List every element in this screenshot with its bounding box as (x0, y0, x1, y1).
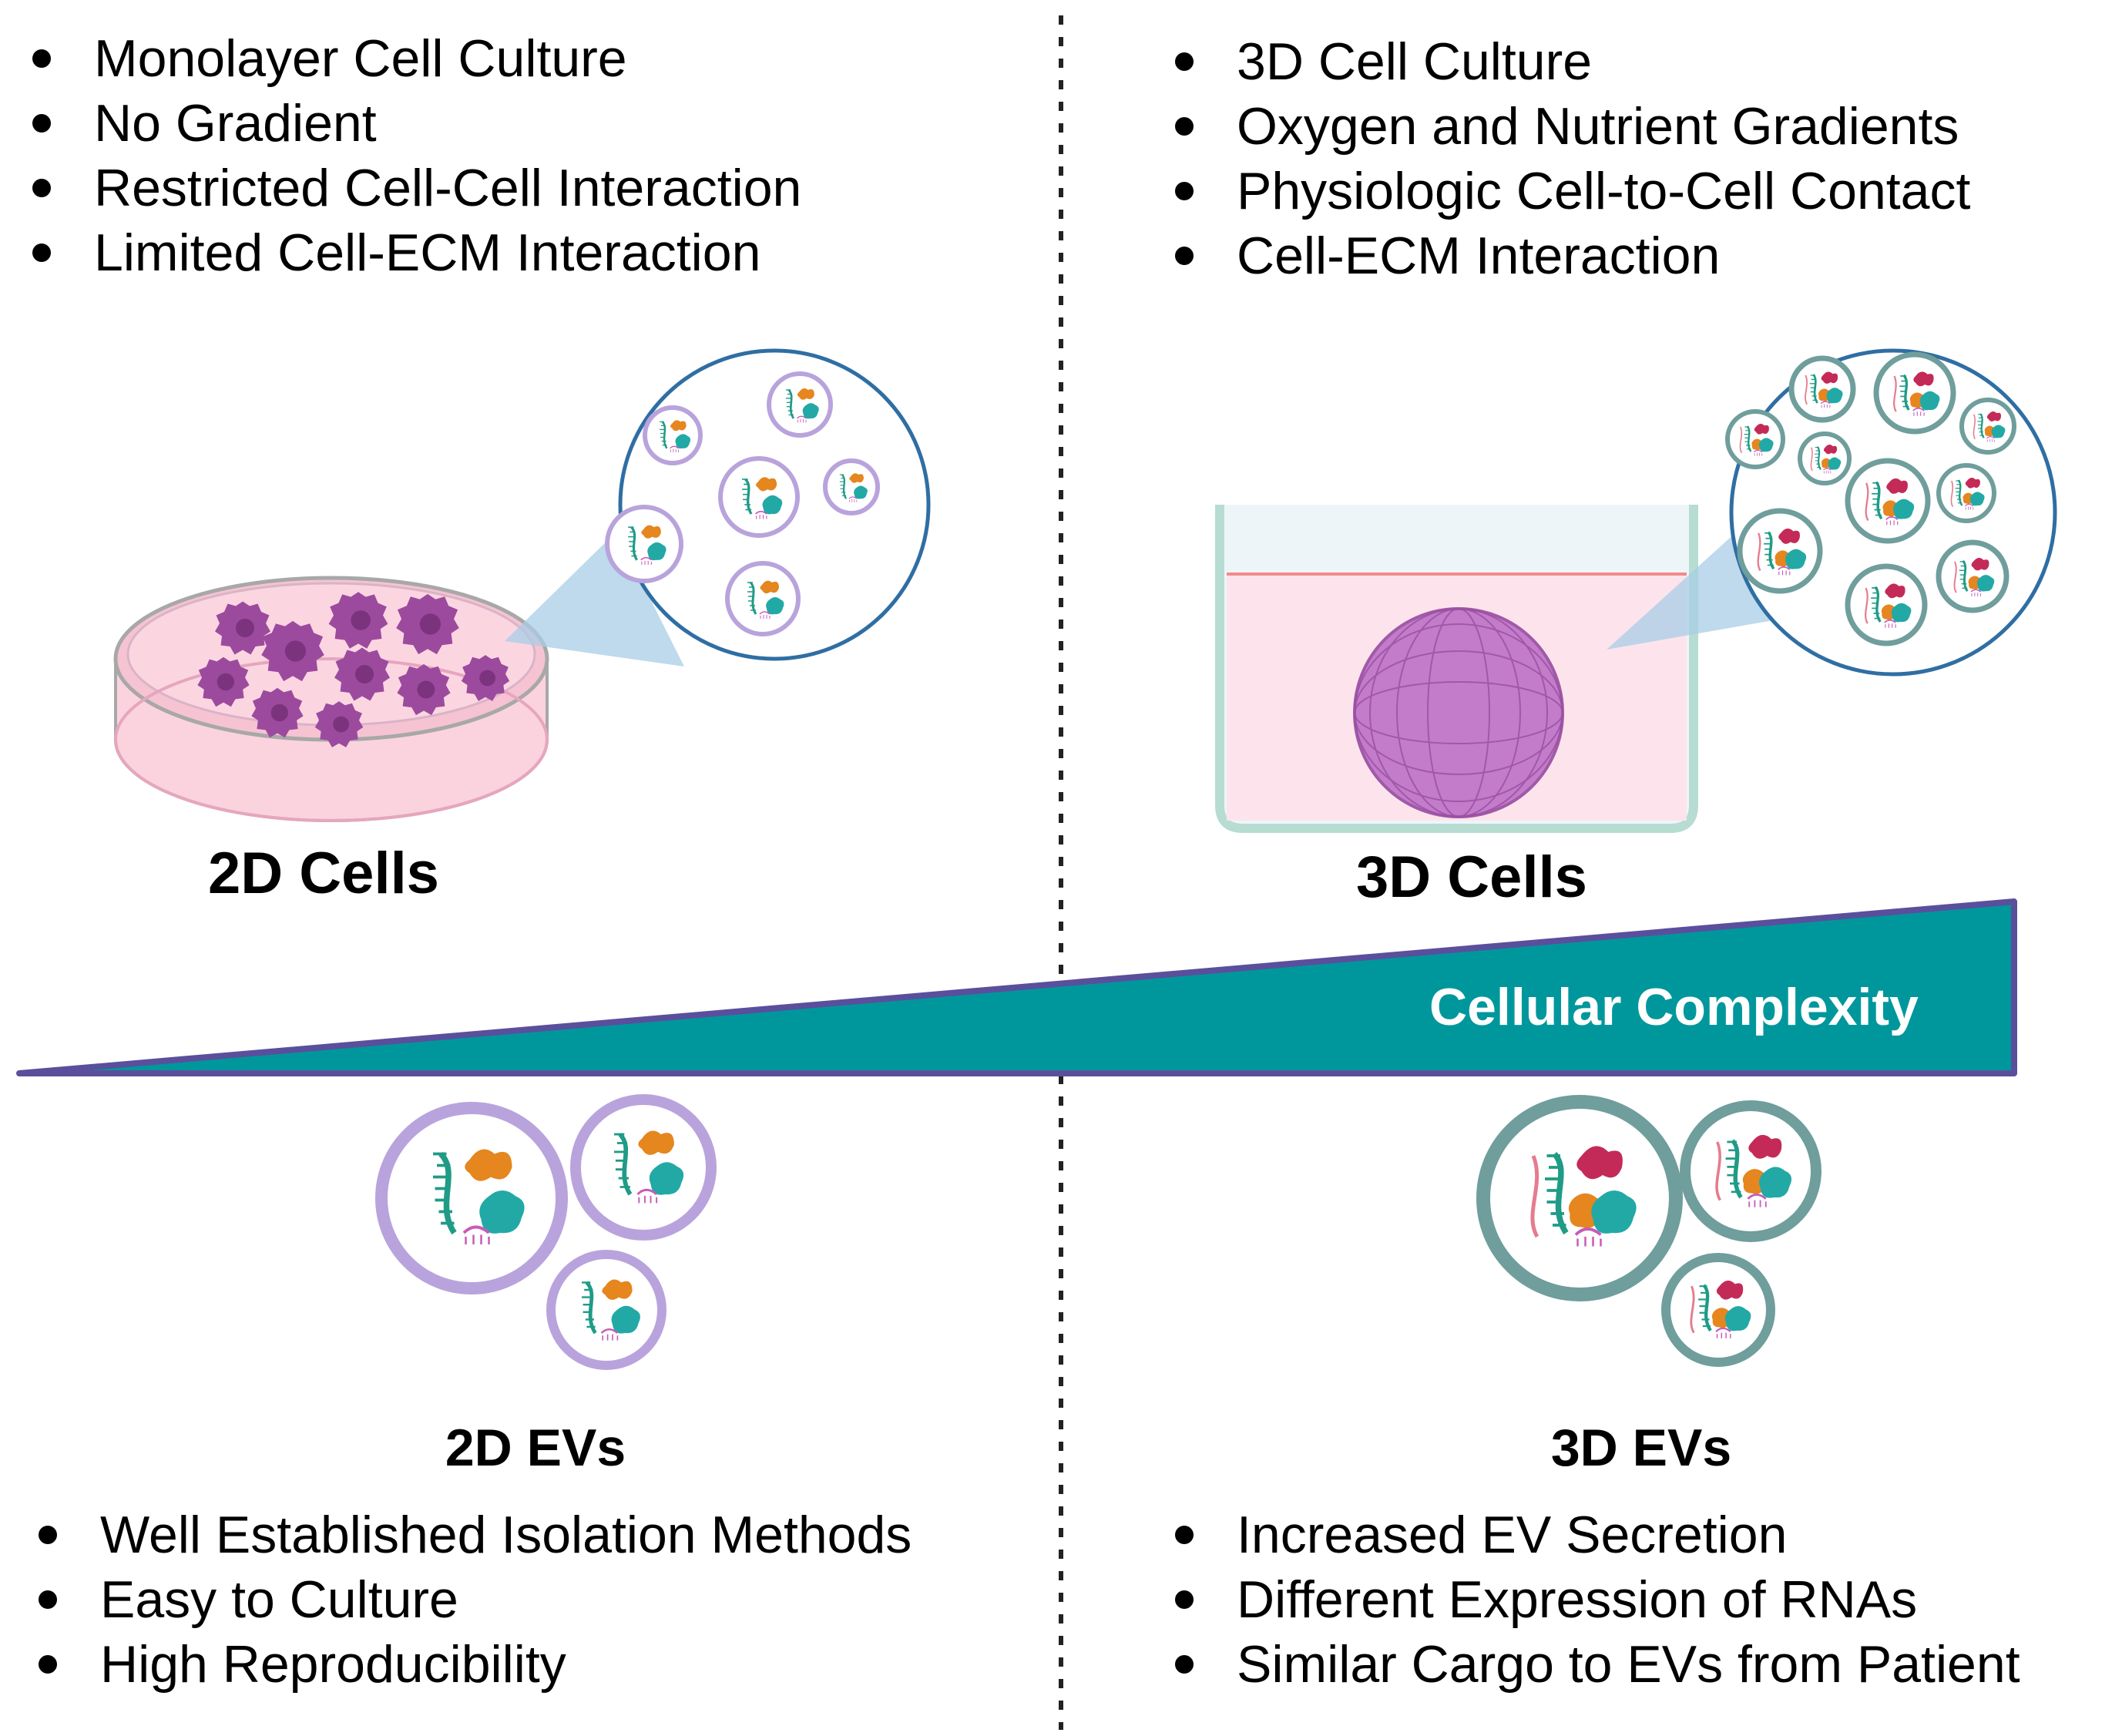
ev-2d-small (546, 1250, 666, 1370)
bullet-text: Easy to Culture (100, 1570, 458, 1629)
ev-3d-small-10 (1845, 563, 1928, 646)
bullet-text: Limited Cell-ECM Interaction (94, 223, 761, 282)
bullet-item: Cell-ECM Interaction (1175, 223, 1970, 288)
ev-2d-large (375, 1102, 568, 1294)
bullet-dot (1175, 117, 1194, 136)
ev-3d-small-7 (1936, 463, 1996, 523)
label-2d-cells: 2D Cells (208, 841, 439, 906)
ev-3d-small-2 (1873, 351, 1956, 435)
bullet-dot (32, 243, 51, 262)
bullet-item: Similar Cargo to EVs from Patient (1175, 1632, 2020, 1697)
ev-2d-small-5 (605, 505, 683, 583)
bullet-text: Cell-ECM Interaction (1237, 227, 1721, 285)
bullet-text: Increased EV Secretion (1237, 1506, 1788, 1564)
bullet-text: Monolayer Cell Culture (94, 29, 627, 88)
bullet-dot (39, 1590, 57, 1609)
bullet-dot (1175, 247, 1194, 265)
bullets-3d-cells: 3D Cell Culture Oxygen and Nutrient Grad… (1175, 29, 1970, 288)
ev-3d-small-3 (1959, 398, 2016, 455)
ev-3d-medium (1680, 1100, 1821, 1242)
bullet-text: Similar Cargo to EVs from Patient (1237, 1635, 2020, 1694)
bullet-item: Monolayer Cell Culture (32, 26, 801, 91)
bullet-item: Restricted Cell-Cell Interaction (32, 156, 801, 220)
bullet-item: High Reproducibility (39, 1632, 912, 1697)
bullet-item: Oxygen and Nutrient Gradients (1175, 94, 1970, 159)
bullet-item: Different Expression of RNAs (1175, 1567, 2020, 1632)
ev-2d-small-4 (823, 458, 880, 515)
ev-3d-small-5 (1798, 431, 1852, 485)
bullet-text: 3D Cell Culture (1237, 32, 1593, 91)
bullet-dot (39, 1655, 57, 1674)
bullet-item: 3D Cell Culture (1175, 29, 1970, 94)
bullet-item: Physiologic Cell-to-Cell Contact (1175, 159, 1970, 223)
ev-2d-small-1 (643, 405, 703, 465)
petri-dish-2d (113, 576, 549, 822)
bullet-dot (1175, 1590, 1194, 1609)
ev-3d-small-1 (1788, 355, 1856, 423)
bullet-text: No Gradient (94, 94, 377, 153)
bullet-dot (1175, 1655, 1194, 1674)
zoom-circle-3d (1725, 348, 2057, 677)
ev-2d-medium (570, 1094, 717, 1241)
label-3d-cells: 3D Cells (1356, 844, 1587, 910)
ev-3d-small-8 (1737, 508, 1823, 594)
bullet-dot (1175, 182, 1194, 200)
bullet-text: Physiologic Cell-to-Cell Contact (1237, 162, 1971, 220)
cellular-complexity-label: Cellular Complexity (1429, 978, 1919, 1036)
bullet-text: Oxygen and Nutrient Gradients (1237, 97, 1959, 156)
bullet-dot (32, 179, 51, 197)
ev-3d-small-6 (1845, 458, 1931, 544)
ev-3d-small-9 (1936, 539, 2010, 613)
label-3d-evs: 3D EVs (1550, 1419, 1732, 1477)
ev-2d-small-6 (725, 561, 801, 636)
bullet-item: Easy to Culture (39, 1567, 912, 1632)
bullet-text: Restricted Cell-Cell Interaction (94, 159, 802, 217)
label-2d-evs: 2D EVs (445, 1419, 626, 1477)
zoom-cone-2d (505, 532, 684, 667)
ev-3d-large (1476, 1095, 1683, 1301)
bullet-item: Limited Cell-ECM Interaction (32, 220, 801, 285)
bullet-text: Different Expression of RNAs (1237, 1570, 1918, 1629)
bullet-dot (1175, 1526, 1194, 1544)
spheroid-3d (1353, 607, 1564, 818)
bullet-text: High Reproducibility (100, 1635, 566, 1694)
culture-container-3d (1215, 505, 1698, 833)
bullets-2d-evs: Well Established Isolation Methods Easy … (39, 1503, 912, 1697)
ev-cluster-3d (1476, 1095, 1821, 1367)
bullet-dot (1175, 52, 1194, 71)
ev-3d-small (1661, 1253, 1775, 1367)
ev-cluster-2d (375, 1094, 717, 1370)
bullet-text: Well Established Isolation Methods (100, 1506, 912, 1564)
bullet-dot (32, 114, 51, 133)
bullet-item: No Gradient (32, 91, 801, 156)
complexity-wedge (16, 898, 2017, 1076)
bullet-dot (39, 1526, 57, 1544)
zoom-circle-2d (605, 348, 931, 661)
bullet-dot (32, 49, 51, 68)
bullet-item: Well Established Isolation Methods (39, 1503, 912, 1567)
ev-2d-small-2 (767, 371, 833, 438)
bullets-2d-cells: Monolayer Cell Culture No Gradient Restr… (32, 26, 801, 285)
bullets-3d-evs: Increased EV Secretion Different Express… (1175, 1503, 2020, 1697)
ev-3d-small-4 (1725, 409, 1785, 469)
bullet-item: Increased EV Secretion (1175, 1503, 2020, 1567)
ev-2d-small-3 (718, 456, 800, 538)
